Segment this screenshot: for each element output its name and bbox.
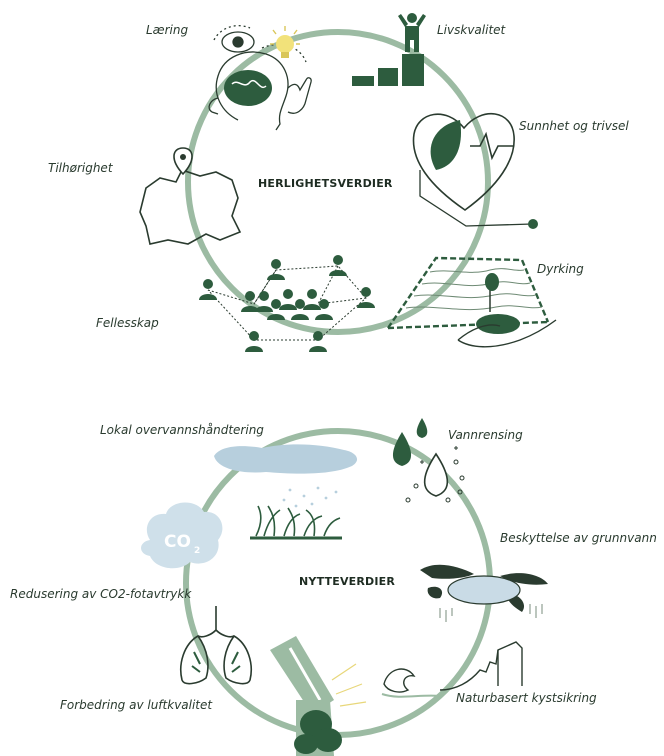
label-livskvalitet: Livskvalitet: [437, 23, 506, 37]
label-beskyttelse-av-grunnvann: Beskyttelse av grunnvann: [500, 531, 657, 545]
svg-text:CO: CO: [164, 532, 191, 552]
label-naturbasert-kystsikring: Naturbasert kystsikring: [456, 691, 597, 705]
rain-cloud-icon: [214, 444, 358, 540]
label-fellesskap: Fellesskap: [96, 316, 159, 330]
grass-icon: [250, 505, 342, 540]
nytteverdier-title: NYTTEVERDIER: [299, 575, 396, 588]
label-sunnhet-og-trivsel: Sunnhet og trivsel: [519, 119, 629, 133]
brain-icon: [224, 70, 272, 106]
wave-icon: [381, 641, 523, 698]
label-redusering-av-co2-fotavtrykk: Redusering av CO2-fotavtrykk: [10, 587, 192, 601]
people-network-icon: [199, 255, 375, 352]
label-tilhorighet: Tilhørighet: [48, 161, 113, 175]
svg-text:2: 2: [194, 546, 200, 556]
building-tree-icon: [270, 636, 367, 756]
label-dyrking: Dyrking: [537, 262, 584, 276]
lungs-icon: [180, 606, 252, 685]
water-drops-icon: [392, 418, 465, 503]
hand-growing-plant-icon: [387, 256, 557, 348]
groundwater-icon: [420, 564, 548, 622]
label-forbedring-av-luftkvalitet: Forbedring av luftkvalitet: [60, 698, 213, 712]
label-laering: Læring: [146, 23, 189, 37]
learning-head-brain-icon: [208, 25, 312, 131]
label-vannrensing: Vannrensing: [448, 428, 523, 442]
herlighetsverdier-ring: [185, 29, 491, 335]
brain-folds: [231, 79, 267, 89]
people-cluster: [199, 255, 375, 352]
podium-person-icon: [352, 13, 426, 86]
label-lokal-overvannshandtering: Lokal overvannshåndtering: [100, 423, 264, 437]
co2-cloud-icon: CO 2: [141, 502, 223, 569]
heart-leaf-icon: [412, 113, 538, 229]
lightbulb-icon: [270, 26, 300, 58]
map-pin-icon: [139, 147, 242, 245]
herlighetsverdier-title: HERLIGHETSVERDIER: [258, 177, 393, 190]
